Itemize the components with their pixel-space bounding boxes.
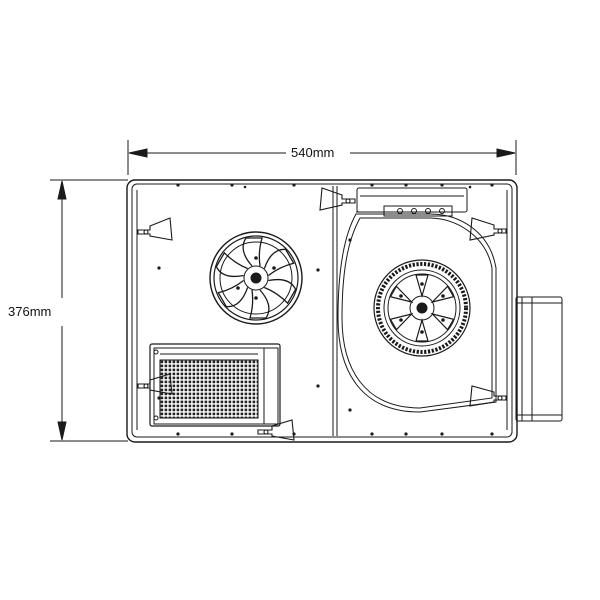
arrow-down-icon: [57, 421, 67, 441]
unit-casing: [126, 179, 518, 443]
width-dimension-label: 540mm: [288, 145, 338, 161]
mounting-bracket-icon: [137, 217, 173, 241]
height-dimension: [50, 179, 128, 442]
mounting-bracket-icon: [257, 419, 295, 441]
height-dimension-label: 376mm: [8, 304, 52, 320]
blower-scroll-housing: [337, 213, 497, 413]
arrow-right-icon: [496, 148, 516, 158]
arrow-left-icon: [128, 148, 148, 158]
mounting-bracket-icon: [469, 385, 507, 407]
fan-wheel-icon: [373, 259, 471, 357]
mounting-bracket-icon: [137, 373, 173, 395]
mounting-bracket-icon: [319, 187, 356, 211]
filter-grille-icon: [149, 343, 281, 427]
arrow-up-icon: [57, 180, 67, 200]
control-box: [356, 187, 468, 217]
outlet-spigot: [515, 296, 563, 422]
mounting-bracket-icon: [469, 217, 507, 241]
fan-wheel-icon: [209, 231, 303, 325]
width-dimension: [127, 140, 517, 175]
